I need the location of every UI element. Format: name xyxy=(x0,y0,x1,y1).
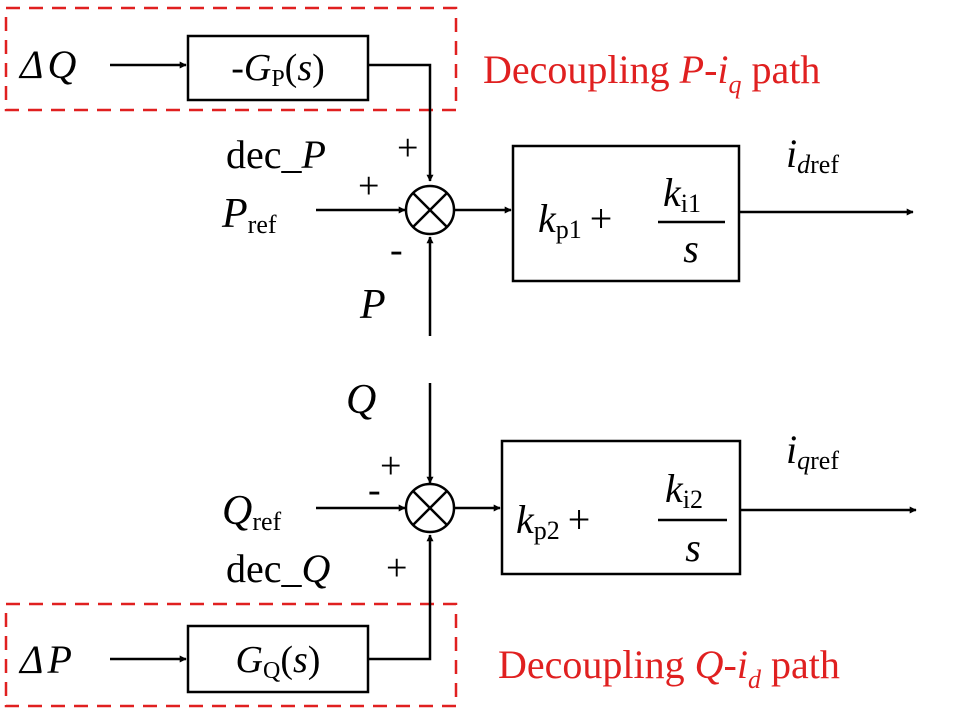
upper-summing-cross-b xyxy=(412,192,448,228)
lower-pi-block xyxy=(500,439,742,576)
lower-sign-dec: + xyxy=(386,547,407,589)
upper-output-label: idref xyxy=(786,131,839,179)
upper-pi-integral-numerator: ki1 xyxy=(663,170,701,218)
upper-sign-ref: + xyxy=(358,165,379,207)
upper-sign-feedback: - xyxy=(390,229,403,271)
lower-feedback-label: Q xyxy=(346,377,376,423)
lower-output-label: iqref xyxy=(786,427,839,475)
upper-decoupling-block xyxy=(186,34,370,102)
lower-pi-proportional: kp2+ xyxy=(516,497,590,545)
upper-sign-dec: + xyxy=(397,127,418,169)
upper-ref-input: Pref xyxy=(221,191,277,239)
upper-dec-signal: dec_P xyxy=(226,132,326,177)
upper-decoupling-wire xyxy=(368,63,434,182)
upper-pi-proportional: kp1+ xyxy=(538,196,612,244)
upper-feedback-label: P xyxy=(359,282,386,328)
upper-decoupling-block-label: -GP(s) xyxy=(231,47,325,92)
lower-pi-integral-numerator: ki2 xyxy=(665,466,703,514)
lower-pi-integral-denominator: s xyxy=(685,525,701,570)
lower-decoupling-block-label: GQ(s) xyxy=(236,639,321,684)
upper-decoupling-label: Decoupling P-iq path xyxy=(483,47,820,99)
lower-decoupling-block xyxy=(186,624,370,694)
lower-decoupling-label: Decoupling Q-id path xyxy=(498,642,840,694)
lower-summing-cross-b xyxy=(412,490,448,526)
upper-pi-integral-denominator: s xyxy=(683,226,699,271)
lower-ref-input: Qref xyxy=(222,488,282,536)
lower-dec-signal: dec_Q xyxy=(226,546,331,591)
lower-sign-feedback: + xyxy=(380,445,401,487)
upper-pi-block xyxy=(511,144,741,283)
lower-sign-ref: - xyxy=(368,469,381,511)
lower-decoupling-wire xyxy=(368,534,434,661)
